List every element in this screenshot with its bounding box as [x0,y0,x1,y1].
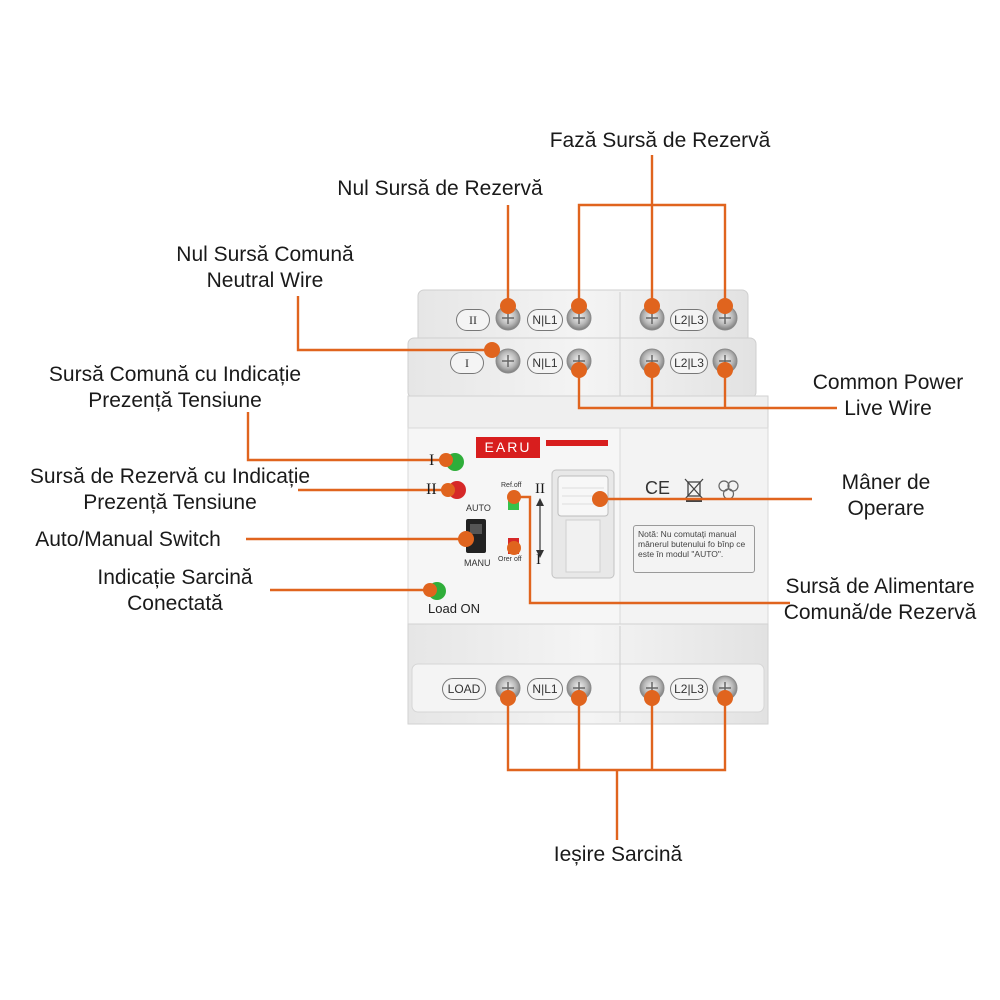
label-nul-sursa-comuna: Nul Sursă Comună Neutral Wire [150,242,380,294]
terminal-tag-nl1-top: N|L1 [527,309,563,331]
handle-mark-I: I [536,552,541,568]
terminal-tag-l2l3-top: L2|L3 [670,309,708,331]
label-common-power-line1: Common Power [812,371,964,394]
brand-stripe [546,440,608,446]
label-nul-sursa-comuna-line2: Neutral Wire [206,269,324,292]
label-indicatie-sarcina: Indicație Sarcină Conectată [70,565,280,617]
terminal-tag-l2l3-bottom: L2|L3 [670,678,708,700]
led-bottom-text: Orer off [498,556,522,563]
terminal-tag-l2l3-mid: L2|L3 [670,352,708,374]
auto-label: AUTO [466,503,491,513]
load-on-label: Load ON [428,601,481,616]
label-nul-sursa-rezerva: Nul Sursă de Rezervă [300,176,580,202]
callout-dots [423,298,733,706]
label-sursa-comuna-indicatie: Sursă Comună cu Indicație Prezență Tensi… [15,362,335,414]
terminal-tag-source-I: I [450,352,484,374]
label-common-power: Common Power Live Wire [790,370,986,422]
terminal-tag-nl1-bottom: N|L1 [527,678,563,700]
label-indicatie-sarcina-line2: Conectată [127,592,223,615]
ce-mark: CE [645,478,671,498]
callout-lines [246,155,837,840]
label-sursa-rezerva-indicatie: Sursă de Rezervă cu Indicație Prezență T… [0,464,340,516]
label-faza-sursa-rezerva-text: Fază Sursă de Rezervă [549,129,771,152]
label-indicatie-sarcina-line1: Indicație Sarcină [97,566,253,589]
label-sursa-alimentare: Sursă de Alimentare Comună/de Rezervă [764,574,996,626]
label-sursa-comuna-indicatie-line1: Sursă Comună cu Indicație [48,363,302,386]
warning-note: Notă: Nu comutați manual mânerul butenul… [633,525,755,573]
terminal-tag-nl1-mid: N|L1 [527,352,563,374]
label-auto-manual-switch-text: Auto/Manual Switch [35,528,221,551]
label-maner-operare-line2: Operare [847,497,925,520]
label-auto-manual-switch: Auto/Manual Switch [10,527,246,553]
label-sursa-rezerva-indicatie-line1: Sursă de Rezervă cu Indicație [29,465,311,488]
label-maner-operare: Mâner de Operare [808,470,964,522]
terminal-tag-load: LOAD [442,678,486,700]
label-iesire-sarcina: Ieșire Sarcină [520,842,716,868]
position-II-mark: II [426,481,437,498]
brand-logo: EARU [484,439,532,455]
recycle-icon [718,480,739,500]
position-I-mark: I [429,452,435,469]
label-sursa-rezerva-indicatie-line2: Prezență Tensiune [83,491,257,514]
terminal-tag-source-II: II [456,309,490,331]
front-panel-right [619,427,769,625]
brand-badge [476,437,540,458]
label-sursa-alimentare-line2: Comună/de Rezervă [783,601,977,624]
label-sursa-comuna-indicatie-line2: Prezență Tensiune [88,389,262,412]
label-maner-operare-line1: Mâner de [841,471,931,494]
label-sursa-alimentare-line1: Sursă de Alimentare [785,575,975,598]
label-iesire-sarcina-text: Ieșire Sarcină [553,843,683,866]
handle-mark-II: II [535,481,545,497]
manu-label: MANU [464,558,491,568]
label-nul-sursa-comuna-line1: Nul Sursă Comună [176,243,354,266]
label-faza-sursa-rezerva: Fază Sursă de Rezervă [520,128,800,154]
label-nul-sursa-rezerva-text: Nul Sursă de Rezervă [337,177,543,200]
led-top-text: Ref.off [501,482,522,489]
weee-bin-icon [684,478,704,502]
label-common-power-line2: Live Wire [844,397,932,420]
